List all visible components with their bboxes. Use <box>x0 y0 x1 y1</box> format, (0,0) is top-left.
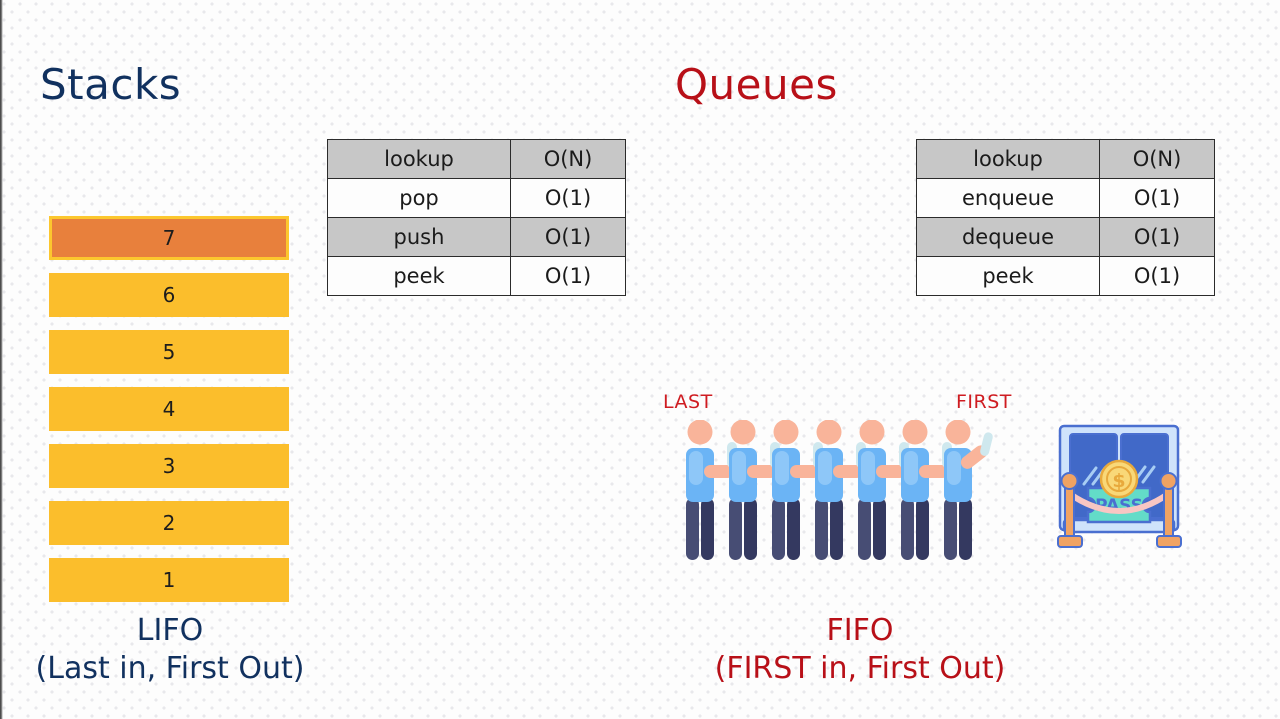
operation-cell: push <box>327 217 511 257</box>
operation-cell: lookup <box>327 139 511 179</box>
table-row: lookup O(N) <box>916 139 1215 179</box>
queue-person <box>727 420 777 560</box>
table-row: peek O(1) <box>916 256 1215 296</box>
operation-cell: lookup <box>916 139 1100 179</box>
queue-person <box>813 420 863 560</box>
complexity-cell: O(N) <box>1099 139 1215 179</box>
complexity-cell: O(1) <box>1099 256 1215 296</box>
operation-cell: enqueue <box>916 178 1100 218</box>
stacks-complexity-table: lookup O(N) pop O(1) push O(1) peek O(1) <box>327 139 626 296</box>
queue-person <box>899 420 949 560</box>
stack-item-top: 7 <box>49 216 289 260</box>
complexity-cell: O(1) <box>510 256 626 296</box>
left-edge-strip <box>0 0 3 719</box>
operation-cell: peek <box>327 256 511 296</box>
queue-label-last: LAST <box>663 391 713 413</box>
coin-dollar-icon: $ <box>1112 470 1125 492</box>
operation-cell: pop <box>327 178 511 218</box>
lifo-caption: LIFO (Last in, First Out) <box>35 613 305 686</box>
queues-complexity-table: lookup O(N) enqueue O(1) dequeue O(1) pe… <box>916 139 1215 296</box>
stack-item: 6 <box>49 273 289 317</box>
table-row: enqueue O(1) <box>916 178 1215 218</box>
operation-cell: dequeue <box>916 217 1100 257</box>
queue-people-illustration <box>686 420 993 560</box>
queue-person <box>686 420 734 560</box>
complexity-cell: O(1) <box>510 178 626 218</box>
stack-visualization: 7 6 5 4 3 2 1 <box>49 216 289 615</box>
stack-item: 1 <box>49 558 289 602</box>
stack-item: 3 <box>49 444 289 488</box>
table-row: push O(1) <box>327 217 626 257</box>
fifo-caption: FIFO (FIRST in, First Out) <box>714 613 1006 686</box>
queue-person <box>856 420 906 560</box>
page-title-queues: Queues <box>675 60 838 109</box>
ticket-booth-illustration: PASS $ <box>1057 424 1182 548</box>
stack-item: 5 <box>49 330 289 374</box>
table-row: dequeue O(1) <box>916 217 1215 257</box>
complexity-cell: O(N) <box>510 139 626 179</box>
queue-person-first <box>942 420 993 560</box>
complexity-cell: O(1) <box>510 217 626 257</box>
complexity-cell: O(1) <box>1099 217 1215 257</box>
table-row: peek O(1) <box>327 256 626 296</box>
table-row: lookup O(N) <box>327 139 626 179</box>
queue-person <box>770 420 820 560</box>
queue-label-first: FIRST <box>956 391 1012 413</box>
stack-item: 2 <box>49 501 289 545</box>
stack-item: 4 <box>49 387 289 431</box>
table-row: pop O(1) <box>327 178 626 218</box>
page-title-stacks: Stacks <box>40 60 182 109</box>
complexity-cell: O(1) <box>1099 178 1215 218</box>
operation-cell: peek <box>916 256 1100 296</box>
